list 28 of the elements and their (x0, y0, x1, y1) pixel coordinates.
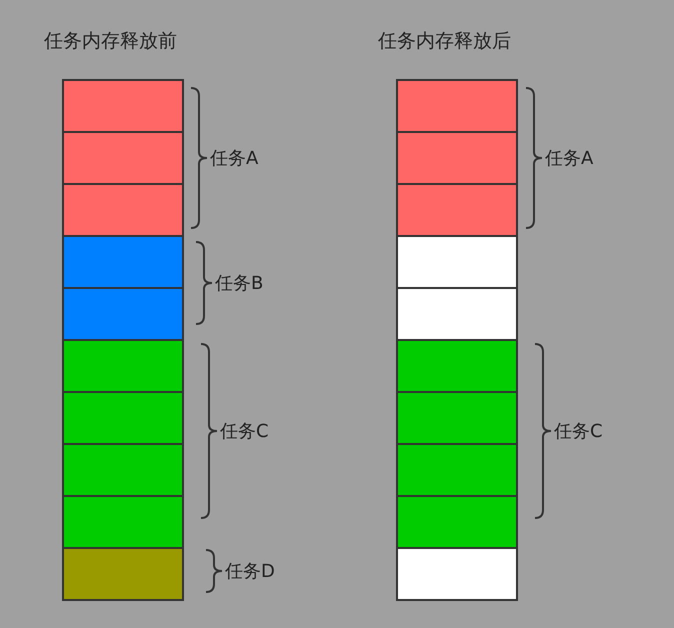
memory-block (396, 339, 518, 393)
task-label: 任务A (545, 147, 594, 170)
task-label: 任务C (220, 420, 269, 443)
task-label: 任务D (225, 560, 275, 583)
memory-block (62, 131, 184, 185)
column-heading: 任务内存释放前 (44, 29, 177, 54)
memory-block (396, 131, 518, 185)
memory-block (62, 79, 184, 133)
memory-block (62, 287, 184, 341)
task-label: 任务A (210, 147, 258, 170)
memory-block (62, 495, 184, 549)
task-label: 任务B (215, 272, 264, 295)
memory-block (62, 443, 184, 497)
column-heading: 任务内存释放后 (378, 29, 511, 54)
memory-block (396, 183, 518, 237)
memory-block (62, 339, 184, 393)
memory-block (396, 443, 518, 497)
memory-block (396, 287, 518, 341)
task-label: 任务C (554, 420, 603, 443)
memory-block (62, 235, 184, 289)
memory-block (396, 79, 518, 133)
memory-block (62, 547, 184, 601)
memory-block (62, 183, 184, 237)
memory-block (396, 391, 518, 445)
memory-block (396, 495, 518, 549)
memory-block (396, 235, 518, 289)
memory-block (396, 547, 518, 601)
memory-block (62, 391, 184, 445)
